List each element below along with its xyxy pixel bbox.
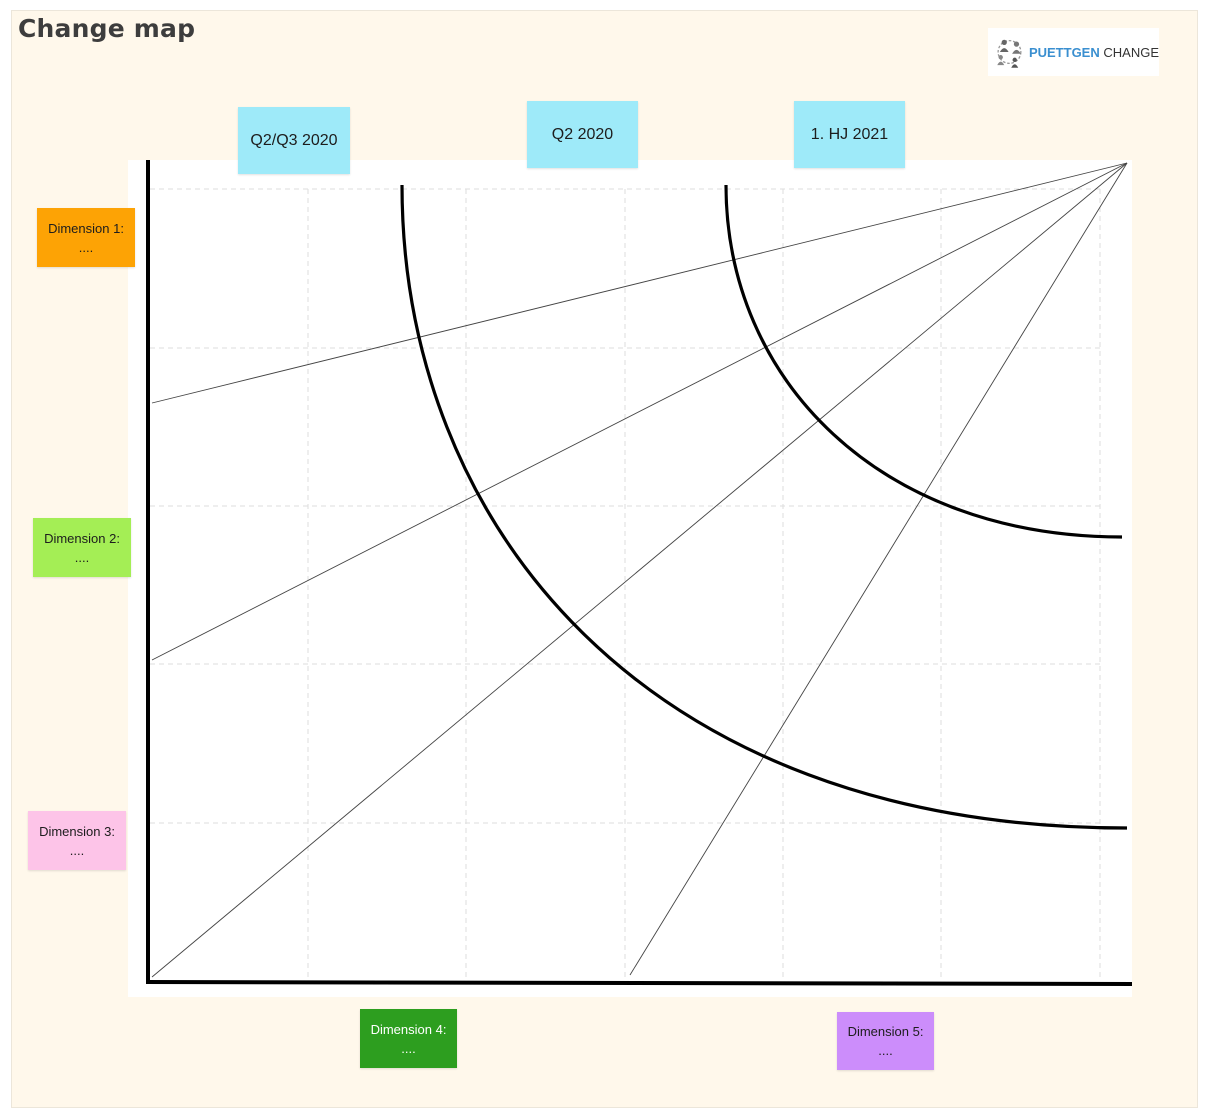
people-network-icon <box>997 39 1022 68</box>
radial-line-1 <box>151 162 1128 404</box>
dimension-4-sticky[interactable]: Dimension 4: .... <box>360 1009 457 1068</box>
dimension-1-sticky[interactable]: Dimension 1: .... <box>37 208 135 267</box>
dimension-value: .... <box>74 549 90 565</box>
radial-line-4 <box>629 162 1128 976</box>
dimension-label: Dimension 3: <box>39 823 115 839</box>
time-label-q2-2020[interactable]: Q2 2020 <box>527 101 638 168</box>
company-logo: PUETTGEN CHANGE <box>988 28 1159 76</box>
dimension-value: .... <box>401 1040 416 1056</box>
dimension-value: .... <box>878 1043 893 1058</box>
dimension-label: Dimension 5: <box>847 1024 924 1039</box>
dimension-value: .... <box>69 842 85 858</box>
time-label-text: Q2 2020 <box>551 125 614 143</box>
outer-change-curve <box>400 184 1128 830</box>
time-label-text: Q2/Q3 2020 <box>250 131 338 149</box>
inner-change-curve <box>724 184 1123 539</box>
dimension-label: Dimension 1: <box>48 220 124 236</box>
time-label-q2-q3-2020[interactable]: Q2/Q3 2020 <box>238 107 350 174</box>
dimension-3-sticky[interactable]: Dimension 3: .... <box>28 811 126 870</box>
dimension-label: Dimension 2: <box>44 530 120 546</box>
radial-line-2 <box>151 162 1128 661</box>
dimension-value: .... <box>78 239 94 255</box>
dimension-2-sticky[interactable]: Dimension 2: .... <box>33 518 131 577</box>
board-title: Change map <box>18 14 196 43</box>
radial-line-3 <box>151 162 1128 978</box>
dimension-5-sticky[interactable]: Dimension 5: .... <box>837 1012 934 1070</box>
x-axis <box>145 980 1133 986</box>
time-label-1-hj-2021[interactable]: 1. HJ 2021 <box>794 101 905 168</box>
time-label-text: 1. HJ 2021 <box>810 125 889 143</box>
logo-brand-text: PUETTGEN <box>1028 44 1100 60</box>
dimension-label: Dimension 4: <box>370 1021 447 1037</box>
logo-suffix-text: CHANGE <box>1103 44 1159 60</box>
